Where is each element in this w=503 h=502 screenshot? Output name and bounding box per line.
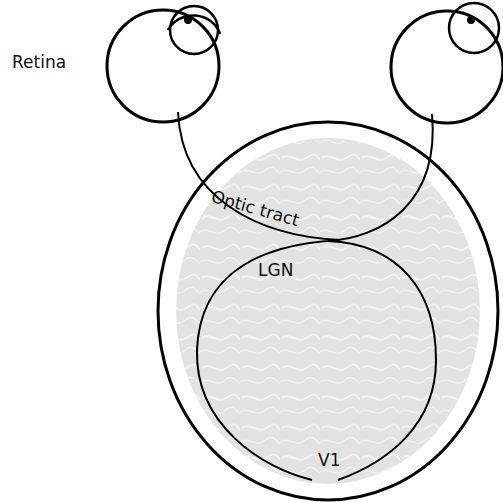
left-eye [107,10,219,122]
brain-area [176,138,480,484]
left-iris [170,6,218,54]
right-iris [449,3,499,53]
right-eye [391,11,503,123]
structure-label: V1 [318,452,340,469]
right-pathway [328,114,436,480]
head-outline [158,122,498,500]
structure-label: LGN [258,262,293,279]
left-pathway [178,112,340,480]
structure-label: Retina [12,54,66,71]
